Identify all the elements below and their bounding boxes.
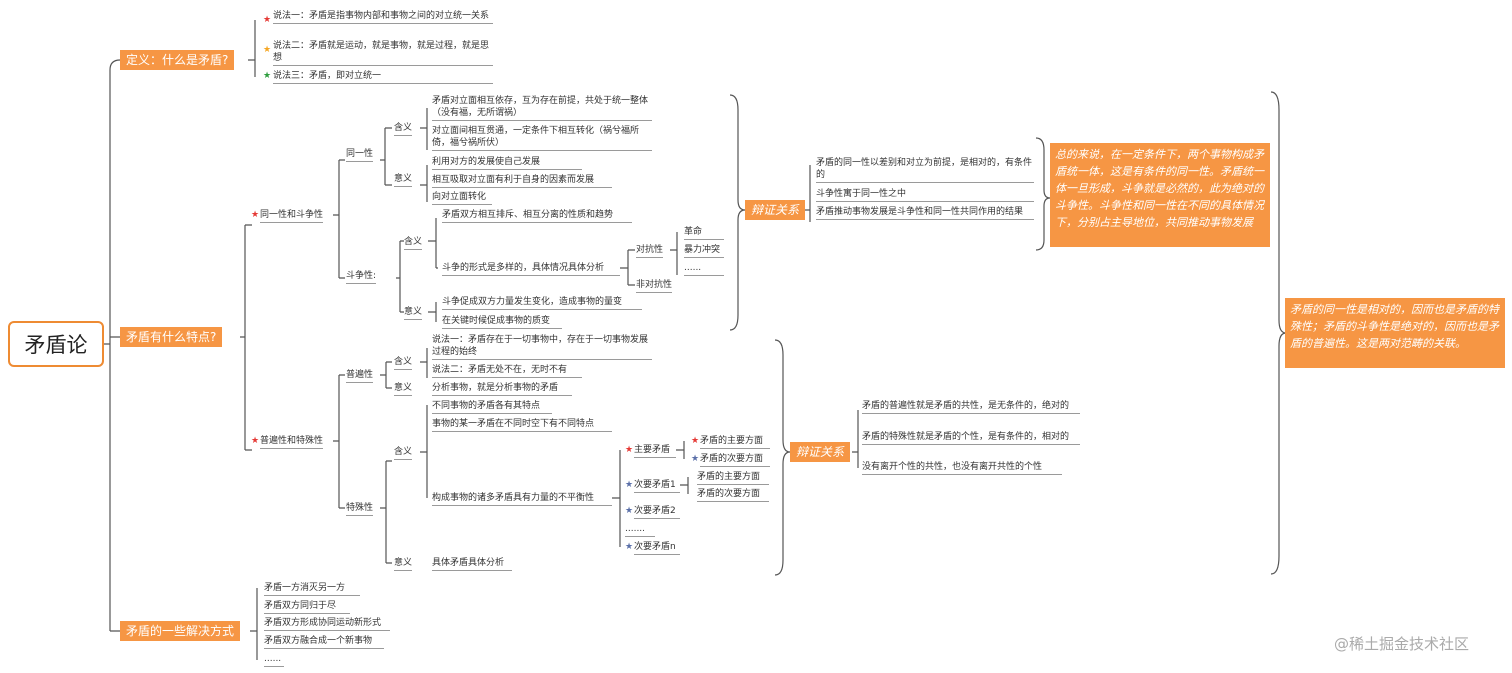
solution-1[interactable]: 矛盾一方消灭另一方 bbox=[264, 582, 360, 596]
node-identity-meaning[interactable]: 含义 bbox=[394, 122, 413, 136]
star-icon-red: ★ bbox=[251, 436, 260, 446]
particular-sig[interactable]: 具体矛盾具体分析 bbox=[432, 557, 512, 571]
struggle-meaning-1[interactable]: 矛盾双方相互排斥、相互分离的性质和趋势 bbox=[442, 209, 632, 223]
node-secondary-1[interactable]: 次要矛盾1 bbox=[634, 479, 680, 493]
node-identity[interactable]: 同一性 bbox=[346, 148, 374, 162]
secondary-ellipsis[interactable]: ....... bbox=[625, 523, 655, 537]
definition-2[interactable]: 说法二：矛盾就是运动，就是事物，就是过程，就是思想 bbox=[273, 40, 493, 66]
identity-meaning-2[interactable]: 对立面间相互贯通，一定条件下相互转化（祸兮福所倚，福兮祸所伏） bbox=[432, 125, 652, 151]
dialectic-label-2[interactable]: 辩证关系 bbox=[790, 442, 851, 462]
node-non-antagonistic[interactable]: 非对抗性 bbox=[636, 279, 673, 293]
identity-sig-2[interactable]: 相互吸取对立面有利于自身的因素而发展 bbox=[432, 174, 612, 188]
summary-box-1[interactable]: 总的来说，在一定条件下，两个事物构成矛盾统一体，这是有条件的同一性。矛盾统一体一… bbox=[1050, 143, 1270, 247]
definition-1[interactable]: 说法一：矛盾是指事物内部和事物之间的对立统一关系 bbox=[273, 10, 493, 24]
node-struggle-meaning[interactable]: 含义 bbox=[404, 236, 423, 250]
solution-4[interactable]: 矛盾双方融合成一个新事物 bbox=[264, 635, 384, 649]
secondary-1-aspect-1[interactable]: 矛盾的主要方面 bbox=[697, 471, 769, 485]
node-particular-meaning[interactable]: 含义 bbox=[394, 446, 413, 460]
star-icon-green: ★ bbox=[263, 71, 272, 81]
secondary-1-aspect-2[interactable]: 矛盾的次要方面 bbox=[697, 488, 769, 502]
identity-sig-3[interactable]: 向对立面转化 bbox=[432, 191, 492, 205]
node-universal-meaning[interactable]: 含义 bbox=[394, 356, 413, 370]
node-universal-particular[interactable]: 普遍性和特殊性 bbox=[260, 435, 324, 449]
root-node[interactable]: 矛盾论 bbox=[8, 321, 104, 367]
solution-2[interactable]: 矛盾双方同归于尽 bbox=[264, 600, 350, 614]
star-icon-blue: ★ bbox=[625, 542, 634, 552]
struggle-sig-2[interactable]: 在关键时候促成事物的质变 bbox=[442, 315, 562, 329]
star-icon-red: ★ bbox=[625, 445, 634, 455]
antagonistic-2[interactable]: 暴力冲突 bbox=[684, 244, 724, 258]
antagonistic-3[interactable]: ...... bbox=[684, 262, 724, 276]
node-identity-struggle[interactable]: 同一性和斗争性 bbox=[260, 209, 324, 223]
antagonistic-1[interactable]: 革命 bbox=[684, 226, 724, 240]
star-icon-red: ★ bbox=[691, 436, 700, 446]
node-universal[interactable]: 普遍性 bbox=[346, 369, 374, 383]
watermark: @稀土掘金技术社区 bbox=[1334, 635, 1470, 653]
node-universal-significance[interactable]: 意义 bbox=[394, 382, 413, 396]
universal-sig[interactable]: 分析事物，就是分析事物的矛盾 bbox=[432, 382, 572, 396]
node-secondary-n[interactable]: 次要矛盾n bbox=[634, 541, 680, 555]
branch-traits[interactable]: 矛盾有什么特点? bbox=[120, 327, 223, 347]
node-particular[interactable]: 特殊性 bbox=[346, 502, 374, 516]
identity-meaning-1[interactable]: 矛盾对立面相互依存，互为存在前提，共处于统一整体（没有福，无所谓祸） bbox=[432, 95, 652, 121]
definition-3[interactable]: 说法三：矛盾，即对立统一 bbox=[273, 70, 493, 84]
star-icon-red: ★ bbox=[263, 15, 272, 25]
dialectic-2-item-3[interactable]: 没有离开个性的共性，也没有离开共性的个性 bbox=[862, 461, 1062, 475]
dialectic-label-1[interactable]: 辩证关系 bbox=[745, 200, 806, 220]
node-identity-significance[interactable]: 意义 bbox=[394, 173, 413, 187]
identity-sig-1[interactable]: 利用对方的发展使自己发展 bbox=[432, 156, 582, 170]
dialectic-2-item-2[interactable]: 矛盾的特殊性就是矛盾的个性，是有条件的，相对的 bbox=[862, 431, 1080, 445]
node-antagonistic[interactable]: 对抗性 bbox=[636, 244, 664, 258]
solution-5[interactable]: ...... bbox=[264, 653, 284, 667]
solution-3[interactable]: 矛盾双方形成协同运动新形式 bbox=[264, 617, 390, 631]
particular-meaning-1[interactable]: 不同事物的矛盾各有其特点 bbox=[432, 400, 552, 414]
particular-meaning-2[interactable]: 事物的某一矛盾在不同时空下有不同特点 bbox=[432, 418, 612, 432]
dialectic-1-item-3[interactable]: 矛盾推动事物发展是斗争性和同一性共同作用的结果 bbox=[816, 206, 1034, 220]
node-main-contradiction[interactable]: 主要矛盾 bbox=[634, 444, 676, 458]
branch-definition[interactable]: 定义：什么是矛盾? bbox=[120, 50, 235, 70]
star-icon-blue: ★ bbox=[691, 454, 700, 464]
dialectic-1-item-2[interactable]: 斗争性寓于同一性之中 bbox=[816, 188, 1034, 202]
node-struggle[interactable]: 斗争性: bbox=[346, 270, 377, 284]
dialectic-1-item-1[interactable]: 矛盾的同一性以差别和对立为前提，是相对的，有条件的 bbox=[816, 157, 1034, 183]
universal-meaning-2[interactable]: 说法二：矛盾无处不在，无时不有 bbox=[432, 364, 582, 378]
node-particular-significance[interactable]: 意义 bbox=[394, 557, 413, 571]
star-icon-red: ★ bbox=[251, 210, 260, 220]
main-aspect-2[interactable]: 矛盾的次要方面 bbox=[700, 453, 770, 467]
node-struggle-significance[interactable]: 意义 bbox=[404, 306, 423, 320]
struggle-sig-1[interactable]: 斗争促成双方力量发生变化，造成事物的量变 bbox=[442, 296, 642, 310]
final-summary-box[interactable]: 矛盾的同一性是相对的，因而也是矛盾的特殊性；矛盾的斗争性是绝对的，因而也是矛盾的… bbox=[1285, 298, 1505, 368]
main-aspect-1[interactable]: 矛盾的主要方面 bbox=[700, 435, 770, 449]
particular-meaning-3[interactable]: 构成事物的诸多矛盾具有力量的不平衡性 bbox=[432, 492, 612, 506]
star-icon-blue: ★ bbox=[625, 480, 634, 490]
star-icon-blue: ★ bbox=[625, 506, 634, 516]
universal-meaning-1[interactable]: 说法一：矛盾存在于一切事物中，存在于一切事物发展过程的始终 bbox=[432, 334, 652, 360]
struggle-meaning-2[interactable]: 斗争的形式是多样的，具体情况具体分析 bbox=[442, 262, 620, 276]
node-secondary-2[interactable]: 次要矛盾2 bbox=[634, 505, 680, 519]
branch-solutions[interactable]: 矛盾的一些解决方式 bbox=[120, 621, 241, 641]
dialectic-2-item-1[interactable]: 矛盾的普遍性就是矛盾的共性，是无条件的，绝对的 bbox=[862, 400, 1080, 414]
star-icon-orange: ★ bbox=[263, 45, 272, 55]
